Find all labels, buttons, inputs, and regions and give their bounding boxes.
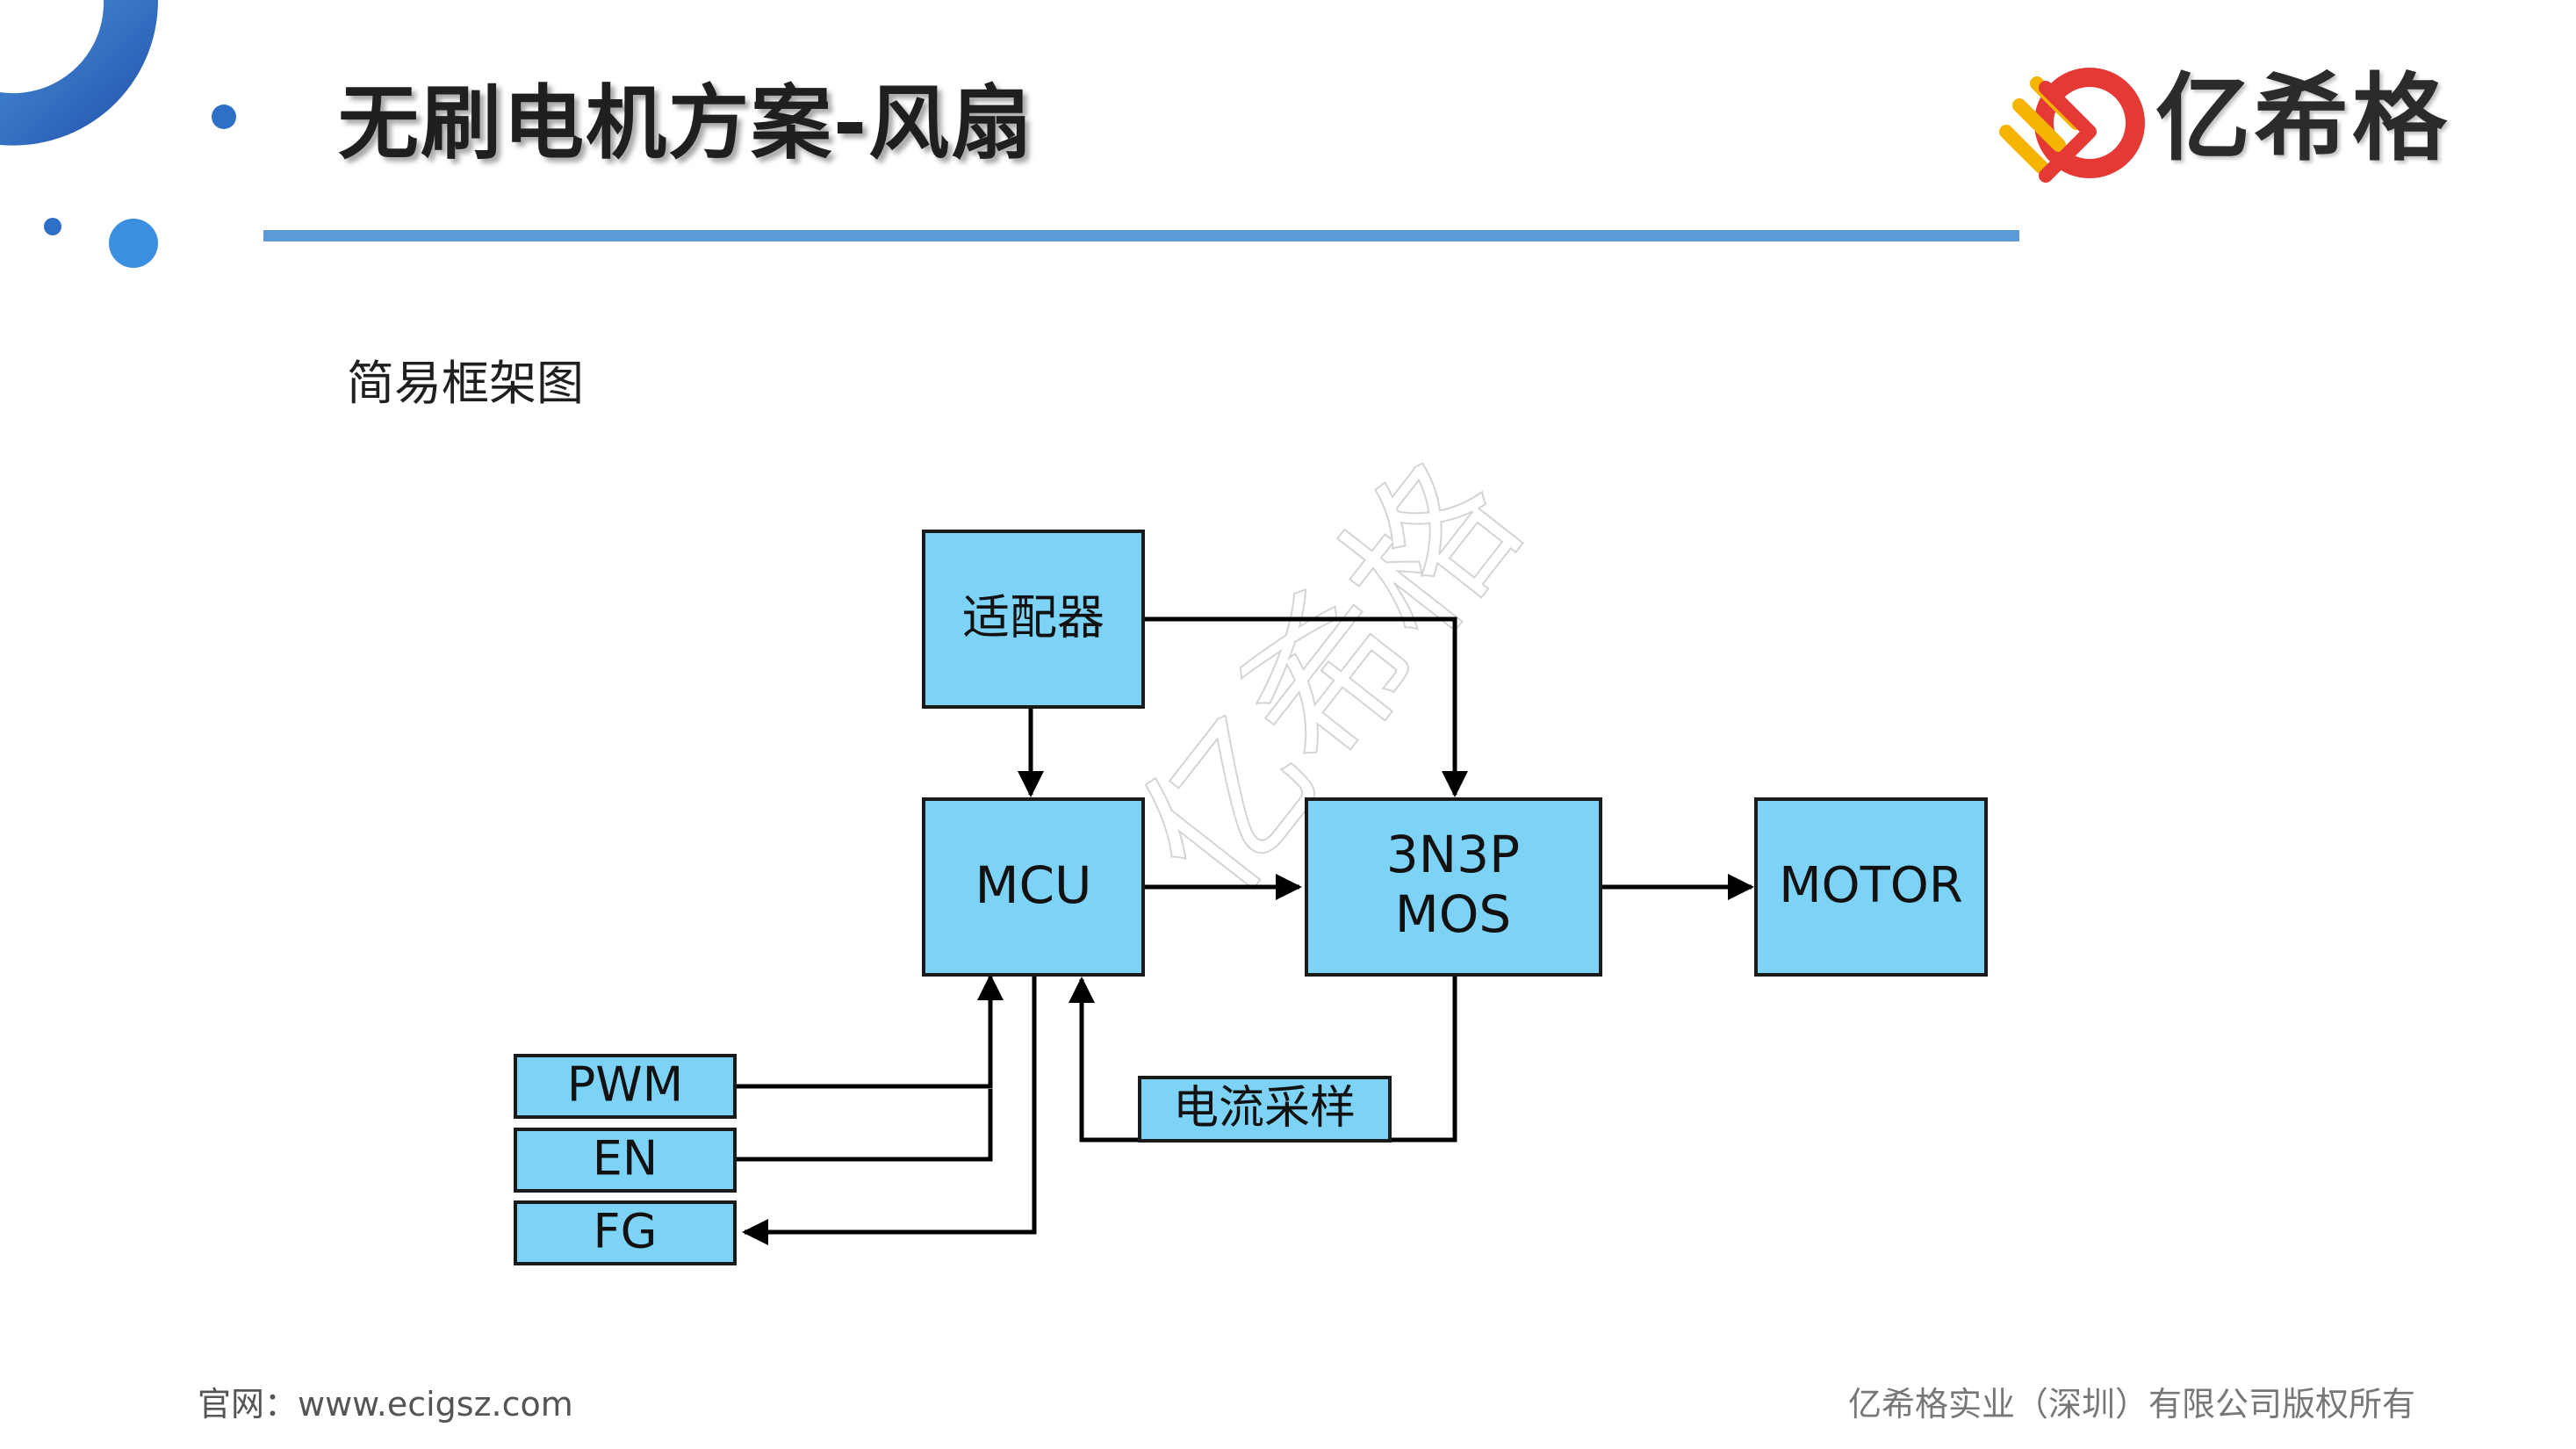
decorative-dot-small [212, 105, 236, 129]
en-box [514, 1128, 737, 1193]
pwm-label: PWM [567, 1057, 684, 1113]
footer-website: 官网：www.ecigsz.com [198, 1385, 573, 1424]
decorative-dot-tiny [44, 218, 61, 235]
fg-box [514, 1200, 737, 1265]
decorative-dot-large [109, 219, 158, 268]
mos-label-line1: 3N3P [1386, 825, 1520, 884]
adapter-box [922, 530, 1145, 709]
slide-title: 无刷电机方案-风扇 [338, 76, 1034, 170]
motor-label: MOTOR [1779, 857, 1963, 914]
mcu-box [922, 797, 1145, 977]
decorative-arc [0, 0, 159, 146]
en-label: EN [593, 1131, 658, 1186]
current-sampling-label: 电流采样 [1173, 1082, 1356, 1135]
adapter-label: 适配器 [962, 590, 1105, 645]
footer-copyright: 亿希格实业（深圳）有限公司版权所有 [1848, 1385, 2416, 1424]
title-divider [263, 230, 2019, 242]
mcu-label: MCU [975, 855, 1092, 915]
diagram-subtitle: 简易框架图 [347, 356, 584, 411]
motor-box [1754, 797, 1988, 977]
brand-logo-icon [1999, 68, 2145, 183]
mos-box [1305, 797, 1602, 977]
pwm-box [514, 1054, 737, 1119]
mos-label-line2: MOS [1395, 884, 1512, 944]
fg-label: FG [594, 1204, 658, 1259]
brand-name: 亿希格 [2155, 64, 2451, 174]
current-sampling-box [1138, 1076, 1392, 1143]
